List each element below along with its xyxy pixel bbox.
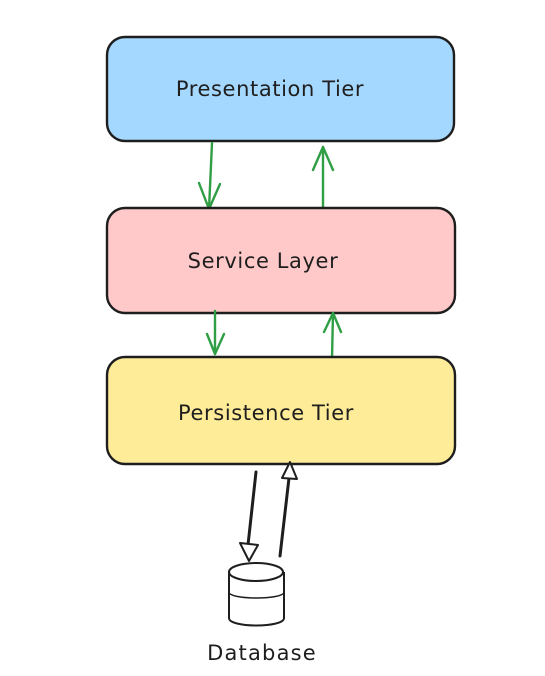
arrow-service-to-persistence: [205, 309, 226, 356]
arrow-service-to-presentation: [311, 145, 335, 209]
database-label: Database: [207, 641, 317, 665]
service-layer-label: Service Layer: [188, 249, 339, 273]
database-icon[interactable]: [228, 562, 285, 627]
service-layer-box[interactable]: Service Layer: [105, 206, 457, 315]
arrow-persistence-to-service: [322, 311, 343, 361]
persistence-tier-box[interactable]: Persistence Tier: [105, 355, 457, 466]
arrow-database-to-persistence: [278, 461, 298, 558]
persistence-tier-label: Persistence Tier: [178, 401, 354, 425]
presentation-tier-box[interactable]: Presentation Tier: [105, 35, 456, 143]
arrow-presentation-to-service: [197, 141, 222, 211]
presentation-tier-label: Presentation Tier: [176, 77, 364, 101]
arrow-persistence-to-database: [239, 470, 259, 562]
